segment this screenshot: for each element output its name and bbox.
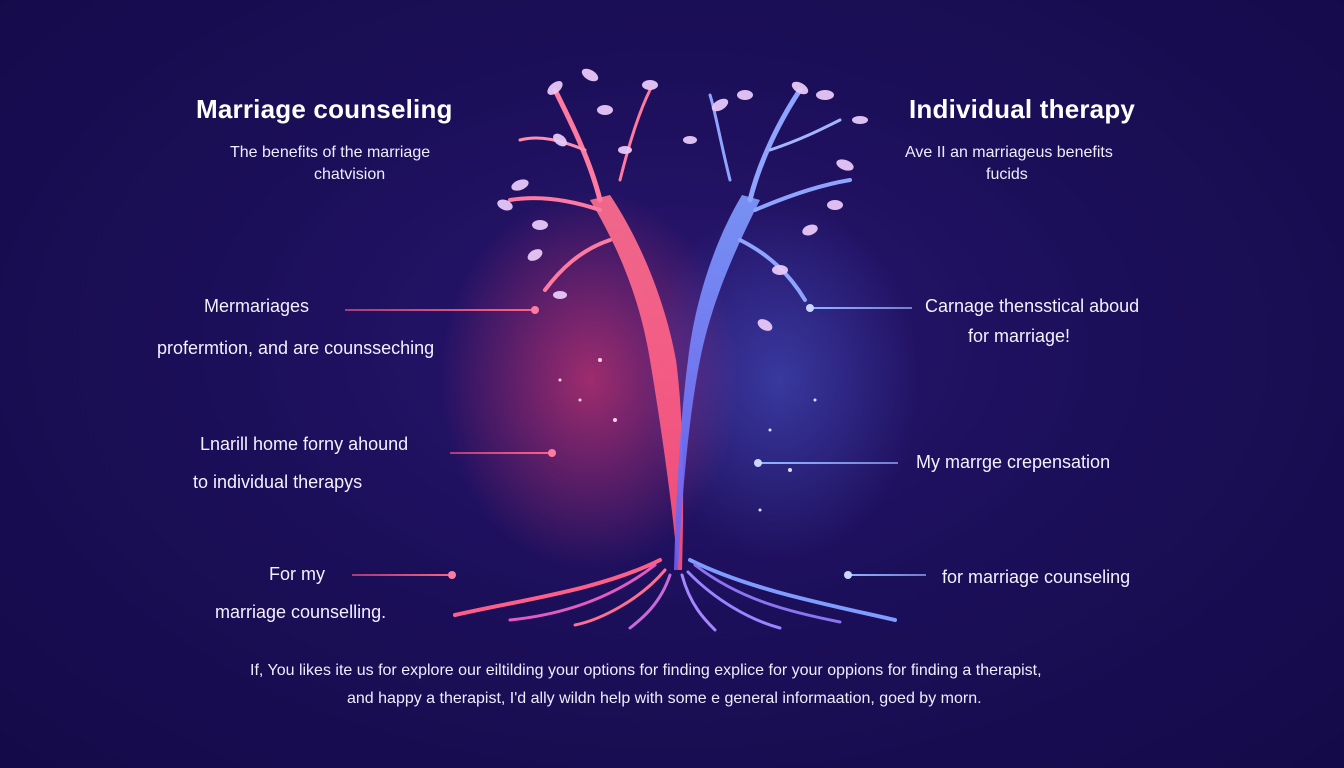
right-connector-3 [844, 571, 926, 579]
left-item-1-line2: profermtion, and are counsseching [157, 338, 435, 358]
left-panel-subtitle-line1: The benefits of the marriage [230, 144, 431, 161]
left-item-2-line1: Lnarill home forny ahound [200, 434, 409, 454]
sparkles [558, 358, 817, 512]
footer-line2: and happy a therapist, I'd ally wildn he… [347, 690, 982, 707]
roots [453, 558, 897, 632]
footer-line1: If, You likes ite us for explore our eil… [250, 662, 1042, 679]
left-item-1-line1: Mermariages [204, 296, 310, 316]
right-item-1-line1: Carnage thensstical aboud [925, 296, 1140, 316]
right-trunk [674, 195, 760, 570]
left-item-3-line1: For my [269, 564, 325, 584]
right-item-3-line1: for marriage counseling [942, 567, 1131, 587]
right-item-2-line1: My marrge crepensation [916, 452, 1111, 472]
left-panel-title: Marriage counseling [196, 94, 453, 124]
left-connector-3 [352, 571, 456, 579]
left-connector-2 [450, 449, 556, 457]
right-connector-1 [806, 304, 912, 312]
right-panel-subtitle-line2: fucids [986, 166, 1028, 183]
right-item-1-line2: for marriage! [968, 326, 1071, 346]
left-trunk [590, 195, 684, 570]
left-item-3-line2: marriage counselling. [215, 602, 387, 622]
right-panel-title: Individual therapy [909, 94, 1136, 124]
left-panel-subtitle-line2: chatvision [314, 166, 386, 183]
right-connector-2 [754, 459, 898, 467]
right-panel-subtitle-line1: Ave II an marriageus benefits [905, 144, 1113, 161]
left-item-2-line2: to individual therapys [193, 472, 363, 492]
leaves [497, 68, 868, 331]
left-connector-1 [345, 306, 539, 314]
